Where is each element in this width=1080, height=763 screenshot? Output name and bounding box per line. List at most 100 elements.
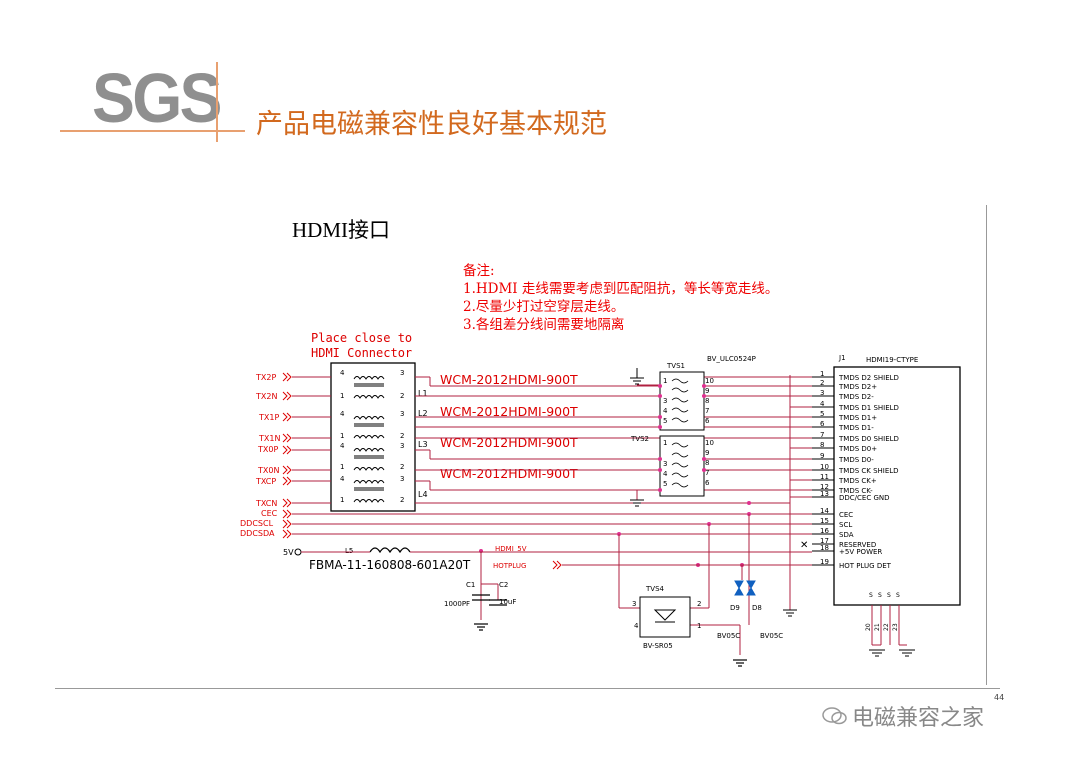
svg-text:3: 3 [400, 475, 404, 483]
svg-text:4: 4 [663, 407, 668, 415]
connector-pin-number: 15 [820, 517, 829, 525]
connector-pin-label: TMDS CK SHIELD [838, 467, 899, 475]
shield-grounds [869, 649, 915, 657]
svg-text:3: 3 [663, 460, 667, 468]
svg-text:1: 1 [340, 432, 344, 440]
note-item: 3.各组差分线间需要地隔离 [463, 317, 625, 333]
svg-text:5: 5 [663, 480, 667, 488]
connector-pin-number: 17 [820, 537, 829, 545]
connector-pin-label: TMDS D0+ [838, 445, 877, 453]
connector-pin-label: TMDS D1 SHIELD [838, 404, 899, 412]
svg-text:S: S [896, 592, 900, 599]
connector-pin-number: 13 [820, 490, 829, 498]
tvs1-ref: TVS1 [666, 362, 685, 370]
connector-pin-label: TMDS CK+ [838, 477, 877, 485]
svg-text:9: 9 [705, 449, 709, 457]
signal-label: TX2P [255, 373, 276, 382]
c2-value: 10uF [499, 598, 516, 606]
choke-coils [353, 376, 385, 503]
tvs2-ref: TVS2 [630, 435, 649, 443]
connector-pin-number: 9 [820, 452, 824, 460]
common-mode-choke-array [330, 362, 416, 512]
svg-text:1: 1 [663, 439, 667, 447]
page-title: 产品电磁兼容性良好基本规范 [256, 109, 607, 140]
d8-part: BV05C [760, 632, 783, 640]
svg-text:3: 3 [400, 410, 404, 418]
slide-frame-right [986, 205, 987, 685]
signal-label: DDCSDA [240, 529, 275, 538]
signal-label: TX2N [255, 392, 277, 401]
connector-pin-number: 14 [820, 507, 829, 515]
connector-pin-number: 10 [820, 463, 829, 471]
left-signal-labels: TX2P TX2N TX1P TX1N TX0P TX0N TXCP TXCN … [240, 373, 280, 538]
connector-pin-number: 2 [820, 379, 824, 387]
signal-label: TXCP [255, 477, 276, 486]
svg-text:3: 3 [400, 369, 404, 377]
connector-pin-number: 6 [820, 420, 825, 428]
svg-text:1: 1 [697, 622, 701, 630]
svg-text:S: S [878, 592, 882, 599]
choke-part: WCM-2012HDMI-900T [440, 435, 578, 450]
place-note-line1: Place close to [311, 331, 412, 345]
l5-ref: L5 [345, 547, 353, 555]
tvs1-part: BV_ULC0524P [707, 355, 756, 363]
signal-label: TX1P [258, 413, 279, 422]
svg-text:3: 3 [632, 600, 636, 608]
d9-ref: D9 [730, 604, 740, 612]
svg-text:2: 2 [400, 432, 404, 440]
wechat-icon [822, 706, 852, 732]
connector-pin-label: TMDS D2- [838, 393, 874, 401]
svg-text:4: 4 [340, 410, 345, 418]
ground-symbols [630, 368, 797, 617]
signal-label: CEC [261, 509, 278, 518]
connector-pin-number: 12 [820, 483, 829, 491]
shield-pin: 21 [874, 623, 881, 631]
d9-part: BV05C [717, 632, 740, 640]
choke-ref: L3 [418, 440, 428, 449]
tvs1-array [659, 371, 705, 431]
svg-text:1: 1 [340, 463, 344, 471]
c1-ref: C1 [466, 581, 475, 589]
design-notes: 备注: 1.HDMI 走线需要考虑到匹配阻抗，等长等宽走线。 2.尽量少打过空穿… [463, 262, 778, 334]
svg-text:7: 7 [705, 407, 709, 415]
choke-ref: L4 [418, 490, 428, 499]
svg-text:8: 8 [705, 459, 709, 467]
hotplug-arrow [552, 560, 562, 570]
connector-pin-stubs [812, 376, 834, 566]
no-connect-mark: ✕ [800, 540, 808, 551]
svg-text:3: 3 [400, 442, 404, 450]
connector-pin-label: TMDS D1- [838, 424, 874, 432]
svg-text:3: 3 [663, 397, 667, 405]
svg-text:7: 7 [705, 469, 709, 477]
d8-ref: D8 [752, 604, 762, 612]
connector-pin-label: SCL [839, 521, 852, 529]
supply-terminal [294, 548, 302, 556]
tvs4-ref: TVS4 [645, 585, 665, 593]
svg-text:4: 4 [663, 470, 668, 478]
svg-text:10: 10 [705, 377, 714, 385]
c2-ref: C2 [499, 581, 508, 589]
logo-divider [216, 62, 218, 142]
connector-pin-number: 1 [820, 370, 824, 378]
svg-text:6: 6 [705, 479, 710, 487]
capacitors [472, 594, 747, 667]
tvs4-device [639, 596, 691, 638]
choke-ref: L2 [418, 409, 428, 418]
svg-text:1: 1 [340, 392, 344, 400]
choke-refs: L1 L2 L3 L4 [418, 389, 428, 499]
c1-value: 1000PF [444, 600, 470, 608]
connector-pin-label: RESERVED [839, 541, 876, 549]
connector-pin-label: SDA [839, 531, 854, 539]
connector-pin-number: 18 [820, 544, 829, 552]
connector-pin-label: HOT PLUG DET [839, 562, 892, 570]
note-item: 1.HDMI 走线需要考虑到匹配阻抗，等长等宽走线。 [463, 281, 779, 297]
svg-text:1: 1 [340, 496, 344, 504]
supply-label: 5V [283, 548, 294, 557]
svg-text:8: 8 [705, 397, 709, 405]
connector-pin-label: TMDS D0- [838, 456, 874, 464]
signal-label: TXCN [255, 499, 277, 508]
connector-pin-number: 4 [820, 400, 825, 408]
section-title: HDMI接口 [292, 218, 390, 242]
